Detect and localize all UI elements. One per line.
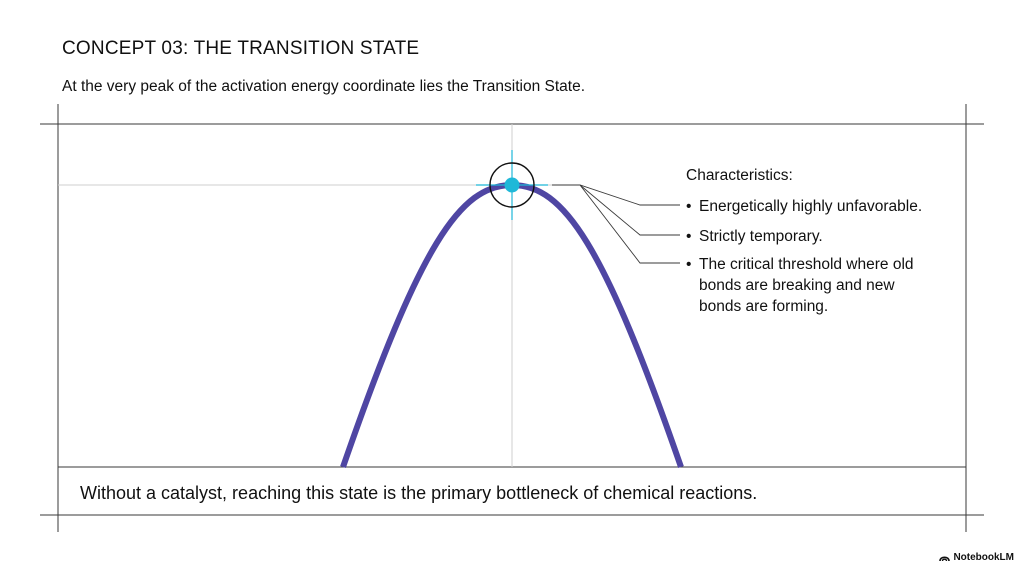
- callout-leader-lines: [552, 184, 680, 264]
- brand-badge: NotebookLM: [939, 552, 1014, 563]
- page-title: CONCEPT 03: THE TRANSITION STATE: [62, 38, 420, 59]
- characteristic-item: Energetically highly unfavorable.: [686, 196, 979, 217]
- characteristics-panel: Characteristics: Energetically highly un…: [686, 165, 986, 315]
- notebooklm-logo-icon: [939, 556, 951, 562]
- crosshair-target-icon: [476, 150, 548, 220]
- transition-state-marker: [504, 177, 520, 193]
- characteristic-item: Strictly temporary.: [686, 226, 979, 247]
- characteristics-heading: Characteristics:: [686, 167, 793, 184]
- page-subtitle: At the very peak of the activation energ…: [62, 78, 585, 95]
- footer-caption: Without a catalyst, reaching this state …: [80, 483, 758, 503]
- characteristic-item: The critical threshold where old bonds a…: [686, 254, 929, 317]
- brand-name: NotebookLM: [953, 552, 1014, 563]
